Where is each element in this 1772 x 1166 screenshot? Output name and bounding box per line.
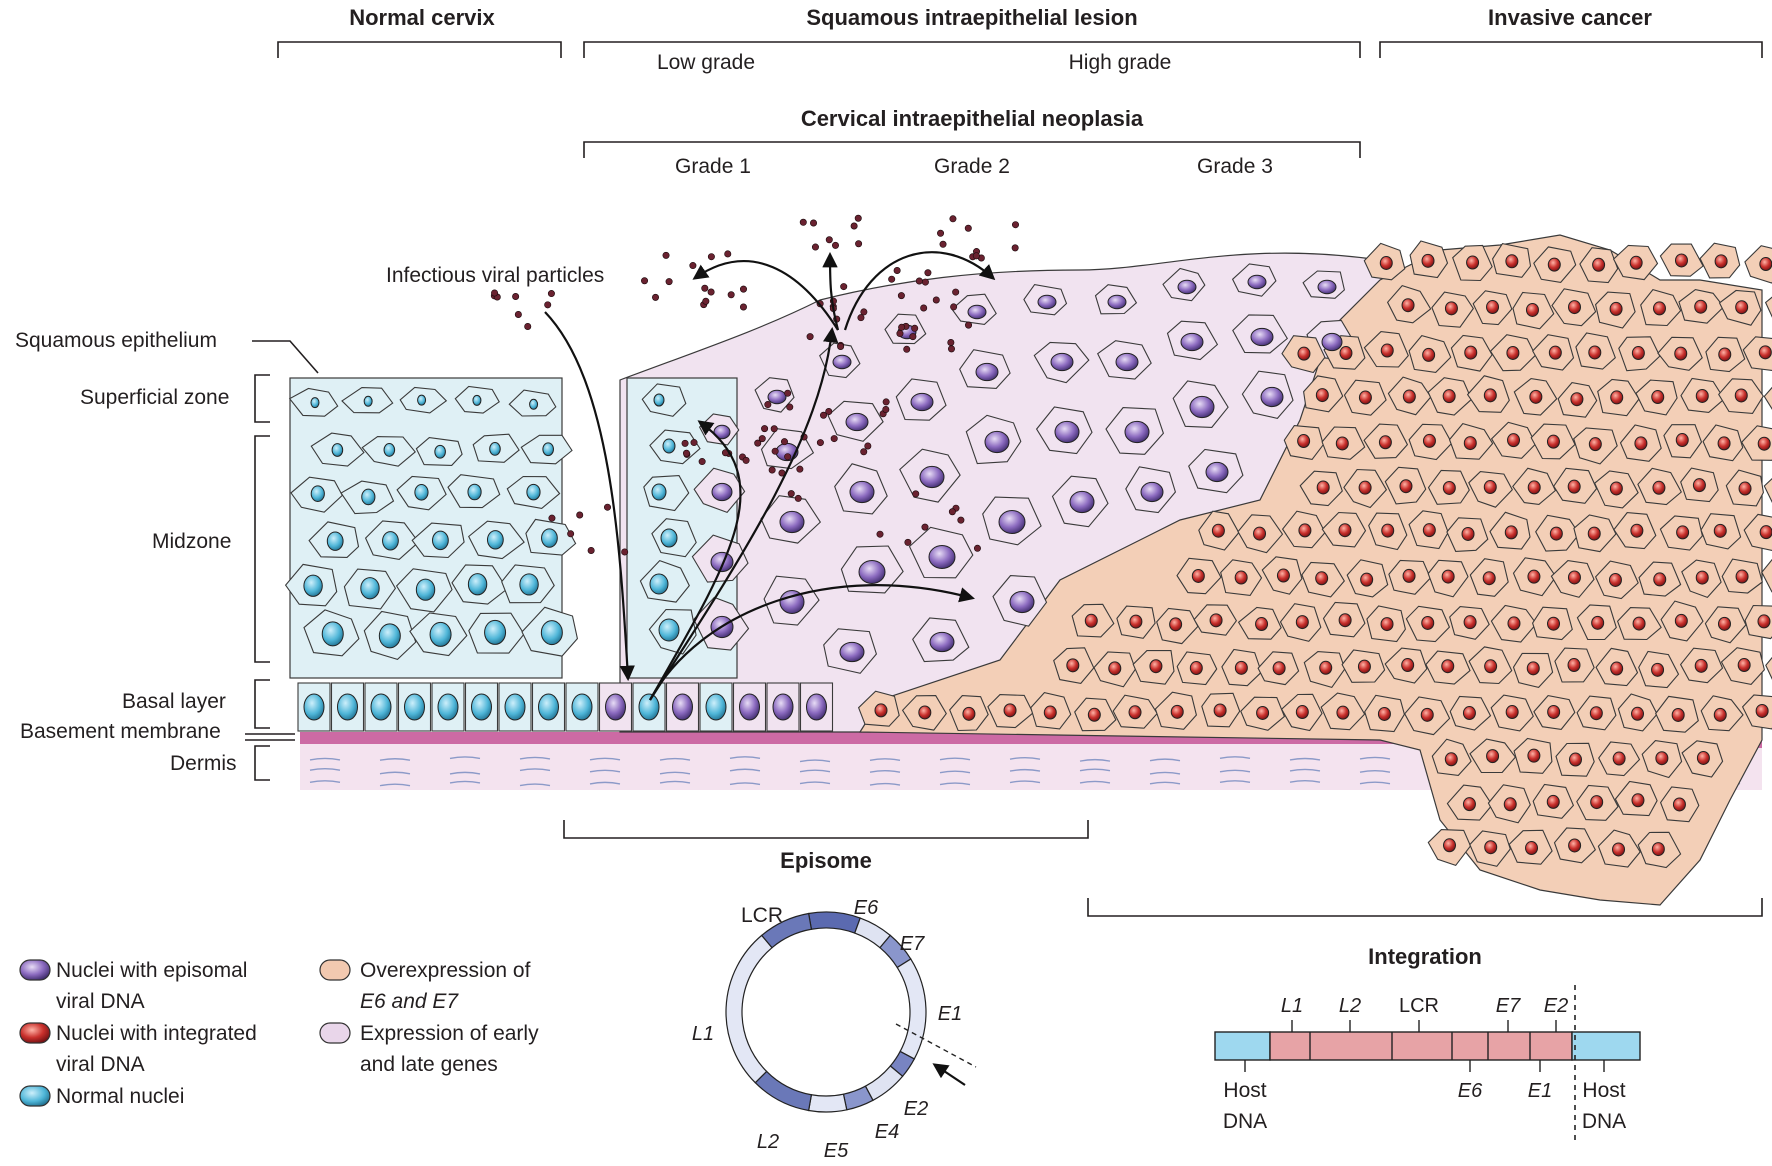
- viral-insert: [1269, 1031, 1573, 1061]
- int-gene-e6: E6: [1458, 1080, 1483, 1102]
- episome-gene-e4: E4: [875, 1121, 899, 1143]
- bracket-dermis: [254, 745, 270, 781]
- bracket-normal-cervix: [277, 41, 562, 58]
- int-gene-l2: L2: [1339, 995, 1361, 1017]
- heading-cin: Cervical intraepithelial neoplasia: [583, 106, 1361, 158]
- arrow-basal-up-2: [649, 326, 839, 701]
- host-dna-right-l1: Host: [1582, 1079, 1625, 1102]
- episome-gene-l2: L2: [757, 1131, 779, 1153]
- arrow-basal-right: [649, 584, 975, 701]
- label-superficial-zone: Superficial zone: [80, 386, 229, 409]
- int-gene-e1: E1: [1528, 1080, 1552, 1102]
- legend-episomal: Nuclei with episomal viral DNA: [19, 959, 247, 1013]
- episome-gene-l1: L1: [692, 1023, 714, 1045]
- episome-gene-e2: E2: [904, 1098, 928, 1120]
- arrow-basal-up-1: [649, 420, 742, 701]
- svg-text:Normal cervix: Normal cervix: [349, 5, 495, 30]
- svg-text:Expression of early: Expression of early: [360, 1022, 539, 1045]
- int-gene-l1: L1: [1281, 995, 1303, 1017]
- episome-gene-e5: E5: [824, 1140, 849, 1162]
- label-dermis: Dermis: [170, 752, 237, 775]
- host-dna-left: [1214, 1031, 1271, 1061]
- svg-text:viral DNA: viral DNA: [56, 1053, 145, 1076]
- leader-squamous-epithelium: [252, 340, 319, 374]
- heading-invasive-cancer: Invasive cancer: [1379, 5, 1763, 58]
- label-low-grade: Low grade: [657, 51, 755, 74]
- label-grade-2: Grade 2: [934, 155, 1010, 178]
- svg-text:and late genes: and late genes: [360, 1053, 498, 1076]
- bracket-basal-layer: [254, 679, 270, 729]
- label-grade-1: Grade 1: [675, 155, 751, 178]
- int-gene-lcr: LCR: [1399, 995, 1439, 1017]
- bracket-integration: [1087, 898, 1763, 917]
- svg-text:Nuclei with integrated: Nuclei with integrated: [56, 1022, 257, 1045]
- label-high-grade: High grade: [1069, 51, 1172, 74]
- episome-gene-e1: E1: [938, 1003, 962, 1025]
- heading-normal-cervix: Normal cervix: [277, 5, 562, 58]
- svg-text:Nuclei with episomal: Nuclei with episomal: [56, 959, 247, 982]
- heading-sil: Squamous intraepithelial lesion: [583, 5, 1361, 58]
- episome-ring: [725, 911, 977, 1113]
- label-infectious-viral-particles: Infectious viral particles: [386, 264, 604, 287]
- arrow-release-up: [822, 251, 840, 331]
- label-basal-layer: Basal layer: [122, 690, 226, 713]
- label-basement-membrane: Basement membrane: [20, 720, 221, 743]
- basal-layer: [297, 682, 834, 732]
- svg-text:Squamous intraepithelial lesio: Squamous intraepithelial lesion: [806, 5, 1137, 30]
- nuclei-layer: [303, 253, 1772, 857]
- integration-site-arrow: [932, 1063, 966, 1086]
- arrow-entry: [544, 311, 635, 682]
- episome-gene-e6: E6: [854, 897, 879, 919]
- episome-gene-lcr: LCR: [741, 904, 783, 927]
- bracket-superficial-zone: [254, 374, 270, 423]
- label-midzone: Midzone: [152, 530, 231, 553]
- label-squamous-epithelium: Squamous epithelium: [15, 329, 217, 352]
- host-dna-left-l2: DNA: [1223, 1110, 1267, 1133]
- label-grade-3: Grade 3: [1197, 155, 1273, 178]
- bracket-cin: [583, 141, 1361, 158]
- arrow-release-right: [843, 251, 996, 331]
- int-gene-e2: E2: [1544, 995, 1568, 1017]
- svg-text:Invasive cancer: Invasive cancer: [1488, 5, 1652, 30]
- bracket-sil: [583, 41, 1361, 58]
- episome-gene-e7: E7: [900, 933, 925, 955]
- svg-text:E6 and E7: E6 and E7: [360, 990, 459, 1013]
- svg-text:Normal nuclei: Normal nuclei: [56, 1085, 184, 1108]
- legend-integrated: Nuclei with integrated viral DNA: [19, 1022, 257, 1076]
- label-integration: Integration: [1368, 944, 1482, 969]
- legend: Nuclei with episomal viral DNA Nuclei wi…: [19, 959, 539, 1108]
- svg-text:Cervical intraepithelial neopl: Cervical intraepithelial neoplasia: [801, 106, 1144, 131]
- legend-normal: Normal nuclei: [19, 1085, 184, 1108]
- int-gene-e7: E7: [1496, 995, 1521, 1017]
- svg-text:viral DNA: viral DNA: [56, 990, 145, 1013]
- bracket-midzone: [254, 435, 270, 663]
- leader-basement-membrane: [245, 733, 295, 741]
- integration-bar: [1214, 985, 1641, 1140]
- bracket-invasive: [1379, 41, 1763, 58]
- svg-text:Overexpression of: Overexpression of: [360, 959, 531, 982]
- legend-overexpression: Overexpression of E6 and E7: [319, 959, 531, 1013]
- bracket-episome: [563, 820, 1089, 839]
- host-dna-right: [1571, 1031, 1641, 1061]
- host-dna-right-l2: DNA: [1582, 1110, 1626, 1133]
- host-dna-left-l1: Host: [1223, 1079, 1266, 1102]
- legend-early-late: Expression of early and late genes: [319, 1022, 539, 1076]
- arrow-release-left: [692, 260, 839, 331]
- label-episome: Episome: [780, 848, 872, 873]
- infection-arrows: [544, 251, 996, 701]
